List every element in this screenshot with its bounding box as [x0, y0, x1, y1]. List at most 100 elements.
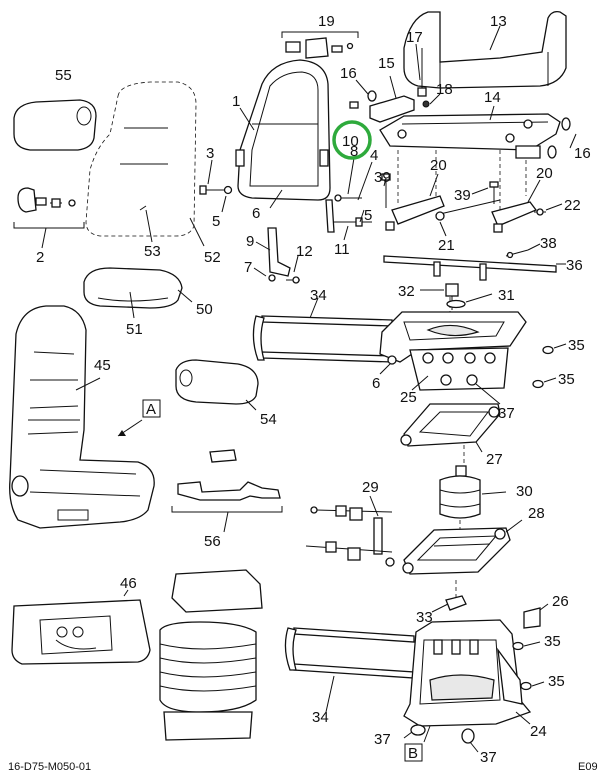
page-code: E09 [578, 761, 598, 773]
callout-10-highlight[interactable]: 10 [332, 120, 372, 160]
part-valve-32 [445, 283, 459, 310]
callout-53: 53 [144, 243, 161, 260]
leader-9 [255, 241, 271, 251]
callout-4: 4 [370, 147, 378, 164]
view-label-A-text: A [146, 401, 156, 418]
leader-37c [469, 741, 479, 753]
leader-39b [471, 187, 489, 195]
part-lower-stack [159, 569, 263, 741]
leader-22 [545, 203, 563, 211]
leader-50 [177, 289, 193, 303]
leader-39a [383, 177, 387, 187]
part-air-spring [439, 465, 481, 519]
callout-32: 32 [398, 283, 415, 300]
leader-52 [189, 217, 205, 247]
part-latch-bracket [369, 95, 415, 123]
part-base-frame [403, 619, 532, 727]
leader-45 [75, 377, 101, 391]
callout-18: 18 [436, 81, 453, 98]
callout-31: 31 [498, 287, 515, 304]
leader-35b [543, 377, 557, 383]
leader-37b [403, 731, 413, 739]
callout-35a: 35 [568, 337, 585, 354]
leader-17 [415, 43, 421, 81]
callout-37a: 37 [498, 405, 515, 422]
part-slide-plate [379, 113, 561, 159]
part-slide-rods-upper [252, 315, 393, 363]
part-washer-16a [349, 90, 377, 109]
callout-56: 56 [204, 533, 221, 550]
part-bumper-26 [523, 607, 541, 629]
leader-24 [515, 711, 531, 725]
leader-20b [527, 179, 541, 203]
arrow-A [118, 430, 126, 436]
leader-20a [429, 173, 439, 197]
leader-54 [245, 399, 257, 411]
callout-16a: 16 [340, 65, 357, 82]
leader-11 [343, 225, 349, 241]
callout-36: 36 [566, 257, 583, 274]
leader-6a [269, 189, 283, 209]
callout-17: 17 [406, 29, 423, 46]
callout-50: 50 [196, 301, 213, 318]
view-label-B[interactable]: B [404, 743, 423, 762]
diagram-id: 16-D75-M050-01 [8, 761, 91, 773]
leader-B [423, 725, 431, 743]
leader-26 [539, 603, 549, 611]
callout-20b: 20 [536, 165, 553, 182]
part-washer-31 [446, 299, 466, 309]
callout-10: 10 [342, 133, 359, 150]
part-armrest [175, 359, 259, 405]
callout-9: 9 [246, 233, 254, 250]
leader-35a [553, 343, 567, 349]
callout-25: 25 [400, 389, 417, 406]
leader-30 [481, 491, 507, 495]
part-complete-seat [9, 305, 155, 529]
leader-15 [389, 75, 397, 99]
bracket-56 [171, 506, 283, 513]
leader-16b [569, 133, 577, 149]
leader-34b [325, 675, 335, 713]
callout-7: 7 [244, 259, 252, 276]
part-pivot-hardware [285, 37, 354, 59]
callout-28: 28 [528, 505, 545, 522]
view-label-A[interactable]: A [142, 399, 161, 418]
part-mounting-bracket [177, 449, 281, 501]
callout-2: 2 [36, 249, 44, 266]
leader-35c [523, 641, 541, 647]
leader-1 [239, 107, 255, 131]
callout-39b: 39 [454, 187, 471, 204]
callout-22: 22 [564, 197, 581, 214]
callout-35c: 35 [544, 633, 561, 650]
callout-46: 46 [120, 575, 137, 592]
leader-3 [207, 159, 213, 185]
callout-20a: 20 [430, 157, 447, 174]
callout-5b: 5 [364, 207, 372, 224]
callout-37b: 37 [374, 731, 391, 748]
part-seat-pan-frame [403, 10, 567, 89]
callout-21: 21 [438, 237, 455, 254]
leader-31 [465, 293, 493, 303]
leader-18 [429, 93, 441, 105]
leader-28 [505, 519, 523, 533]
leader-51 [129, 291, 135, 319]
callout-14: 14 [484, 89, 501, 106]
callout-8: 8 [350, 143, 358, 160]
callout-34a: 34 [310, 287, 327, 304]
callout-16b: 16 [574, 145, 591, 162]
part-lower-scissor [402, 527, 511, 575]
leader-27 [475, 441, 483, 453]
highlight-ring [332, 120, 372, 160]
callout-15: 15 [378, 55, 395, 72]
part-bushings-37 [410, 724, 475, 744]
leader-5a [221, 195, 227, 213]
leader-5b [359, 209, 365, 223]
callout-35d: 35 [548, 673, 565, 690]
leader-14 [489, 105, 495, 121]
part-scissor-link [400, 403, 501, 447]
leader-4 [357, 161, 373, 201]
callout-39a: 39 [374, 169, 391, 186]
part-armrest-pad [13, 99, 97, 151]
bracket-2 [13, 222, 85, 229]
